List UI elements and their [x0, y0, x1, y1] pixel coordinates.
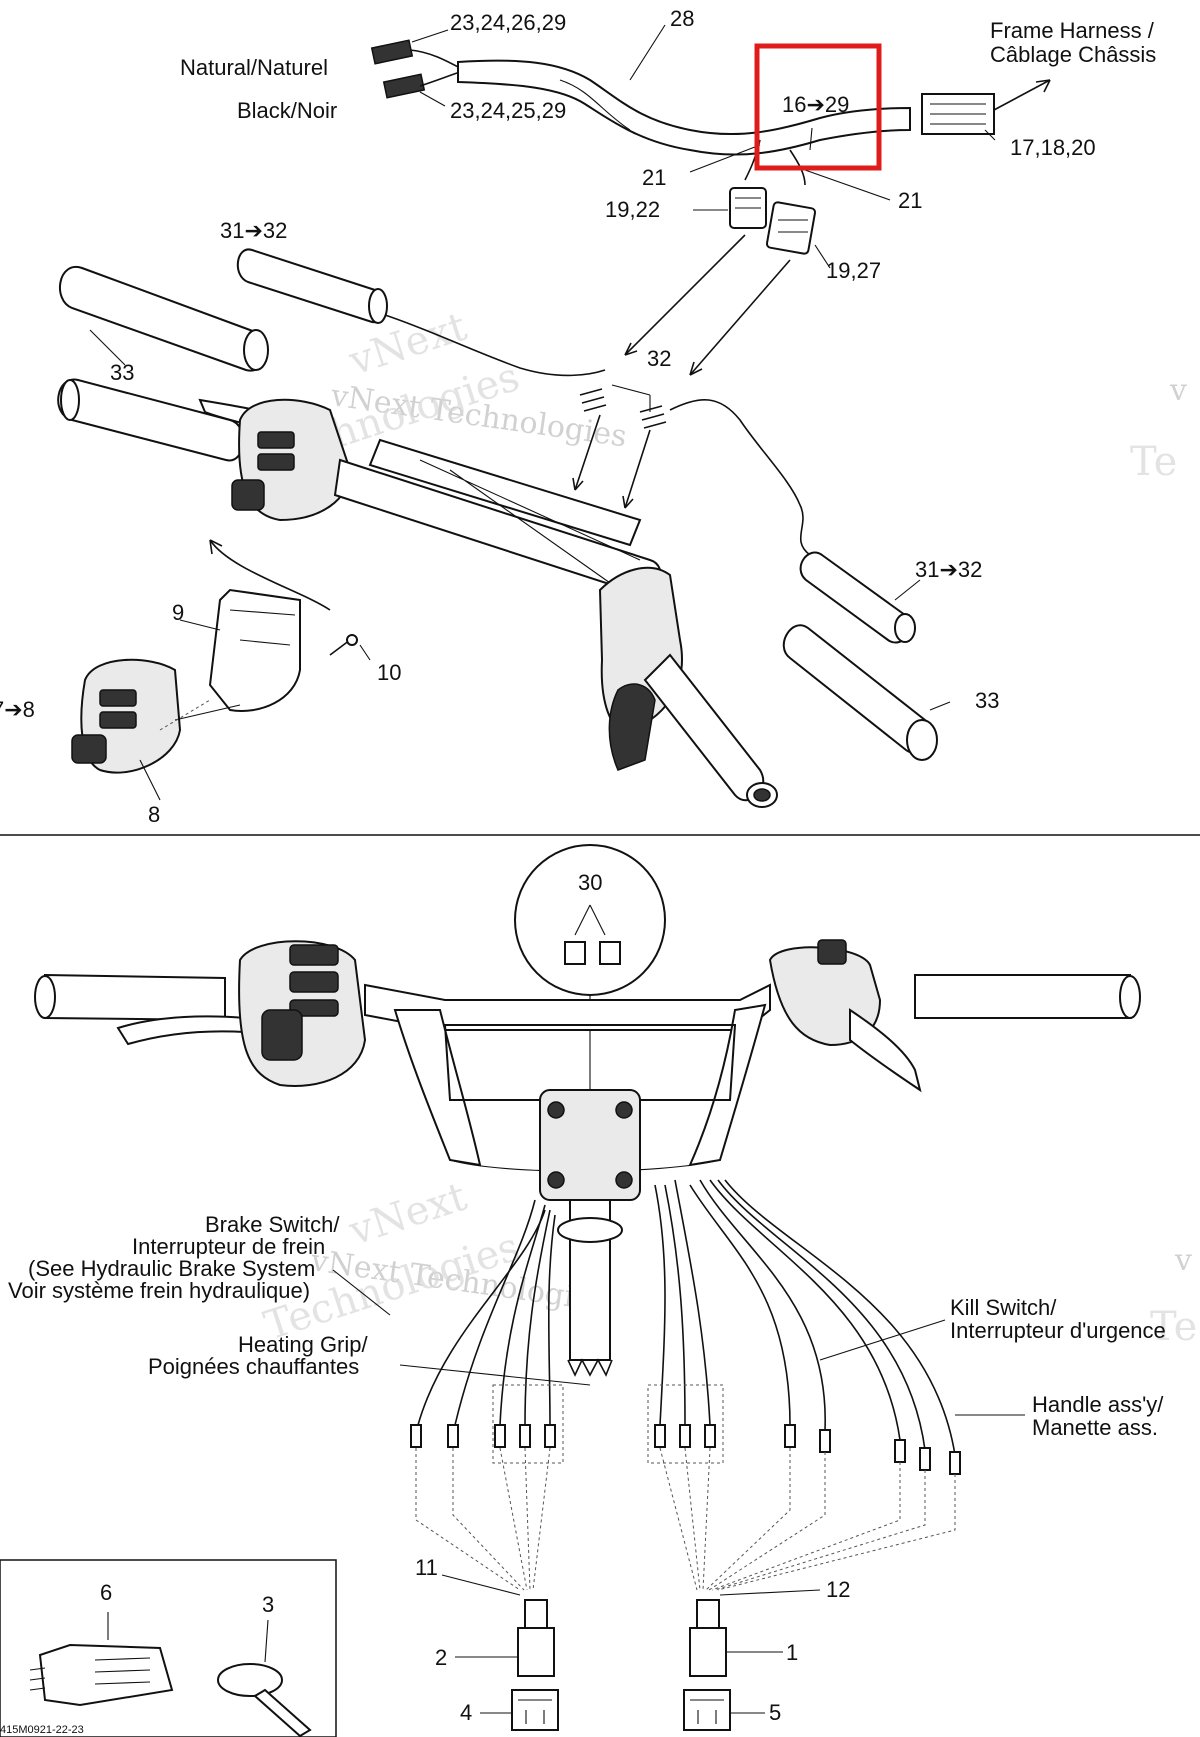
callout-33-top: 33 — [110, 360, 134, 385]
callout-17-18-20: 17,18,20 — [1010, 135, 1096, 160]
connector-19-27-icon — [765, 201, 817, 255]
callout-33-right: 33 — [975, 688, 999, 713]
callout-6: 6 — [100, 1580, 112, 1605]
screw-10-icon — [346, 634, 358, 646]
accessory-inset-box — [0, 1559, 337, 1737]
clip-30-left-icon — [564, 941, 586, 965]
callout-9: 9 — [172, 600, 184, 625]
callout-19-27: 19,27 — [826, 258, 881, 283]
callout-28: 28 — [670, 6, 694, 31]
callout-8: 8 — [148, 802, 160, 827]
callout-23-24-25-29: 23,24,25,29 — [450, 98, 566, 123]
clip-30-right-icon — [599, 941, 621, 965]
label-black: Black/Noir — [237, 98, 337, 123]
watermark-right-top: Te — [1130, 439, 1177, 485]
callout-23-24-26-29: 23,24,26,29 — [450, 10, 566, 35]
callout-16-29: 16➔29 — [782, 92, 849, 117]
callout-10: 10 — [377, 660, 401, 685]
callout-12: 12 — [826, 1577, 850, 1602]
label-manette: Manette ass. — [1032, 1415, 1158, 1440]
label-interrupteur-frein: Interrupteur de frein — [132, 1234, 325, 1259]
terminal-11-icon — [524, 1599, 548, 1629]
housing-1-icon — [689, 1627, 727, 1677]
heating-grip-connector-group-right — [647, 1384, 724, 1464]
heating-grip-connector-group-left — [492, 1384, 564, 1464]
housing-cover-9-icon — [208, 588, 301, 712]
black-connector-icon — [382, 73, 426, 99]
label-handle-assy: Handle ass'y/ — [1032, 1392, 1164, 1417]
callout-19-22: 19,22 — [605, 197, 660, 222]
label-brake-switch: Brake Switch/ — [205, 1212, 340, 1237]
label-see-hydraulic: (See Hydraulic Brake System — [28, 1256, 315, 1281]
labels: 23,24,26,29 28 Frame Harness / Câblage C… — [0, 6, 1166, 1736]
watermark-right-top-v: v — [1169, 373, 1187, 408]
label-voir-systeme: Voir système frein hydraulique) — [8, 1278, 310, 1303]
grip-33-left-icon — [58, 265, 266, 372]
callout-32: 32 — [647, 346, 671, 371]
bottom-handlebar-assembly — [0, 844, 1141, 1737]
callout-21-left: 21 — [642, 165, 666, 190]
connector-5-icon — [683, 1689, 731, 1731]
label-interrupteur-urgence: Interrupteur d'urgence — [950, 1318, 1166, 1343]
kill-switch-icon — [817, 939, 847, 965]
callout-5: 5 — [769, 1700, 781, 1725]
callout-1: 1 — [786, 1640, 798, 1665]
lubricant-tube-6-icon — [38, 1643, 174, 1707]
callout-4: 4 — [460, 1700, 472, 1725]
dotted-routes — [415, 1447, 956, 1591]
callout-2: 2 — [435, 1645, 447, 1670]
watermark-right-bot: Te — [1150, 1304, 1197, 1350]
label-natural: Natural/Naturel — [180, 55, 328, 80]
callout-30: 30 — [578, 870, 602, 895]
top-harness — [370, 24, 1051, 376]
label-cablage-chassis: Câblage Châssis — [990, 42, 1156, 67]
callout-31-32-top: 31➔32 — [220, 218, 287, 243]
label-heating-grip: Heating Grip/ — [238, 1332, 369, 1357]
highlight-box — [754, 43, 882, 171]
watermark-right-bot-v: v — [1174, 1243, 1192, 1278]
heating-grip-left-icon — [236, 248, 387, 324]
callout-11: 11 — [415, 1555, 438, 1580]
cable-tie-3-icon — [217, 1663, 283, 1697]
callout-31-32-right: 31➔32 — [915, 557, 982, 582]
housing-2-icon — [517, 1627, 555, 1677]
callout-21-right: 21 — [898, 188, 922, 213]
top-handlebar-assembly — [57, 248, 951, 808]
terminal-pins — [410, 1424, 961, 1475]
detail-circle-30 — [514, 844, 666, 996]
label-frame-harness: Frame Harness / — [990, 18, 1155, 43]
drawing-code: 415M0921-22-23 — [0, 1724, 84, 1736]
natural-connector-icon — [370, 39, 414, 65]
callout-7-8: 7➔8 — [0, 697, 35, 722]
label-poignees: Poignées chauffantes — [148, 1354, 359, 1379]
callout-3: 3 — [262, 1592, 274, 1617]
label-kill-switch: Kill Switch/ — [950, 1295, 1057, 1320]
connector-4-icon — [511, 1689, 559, 1731]
terminal-12-icon — [696, 1599, 720, 1629]
